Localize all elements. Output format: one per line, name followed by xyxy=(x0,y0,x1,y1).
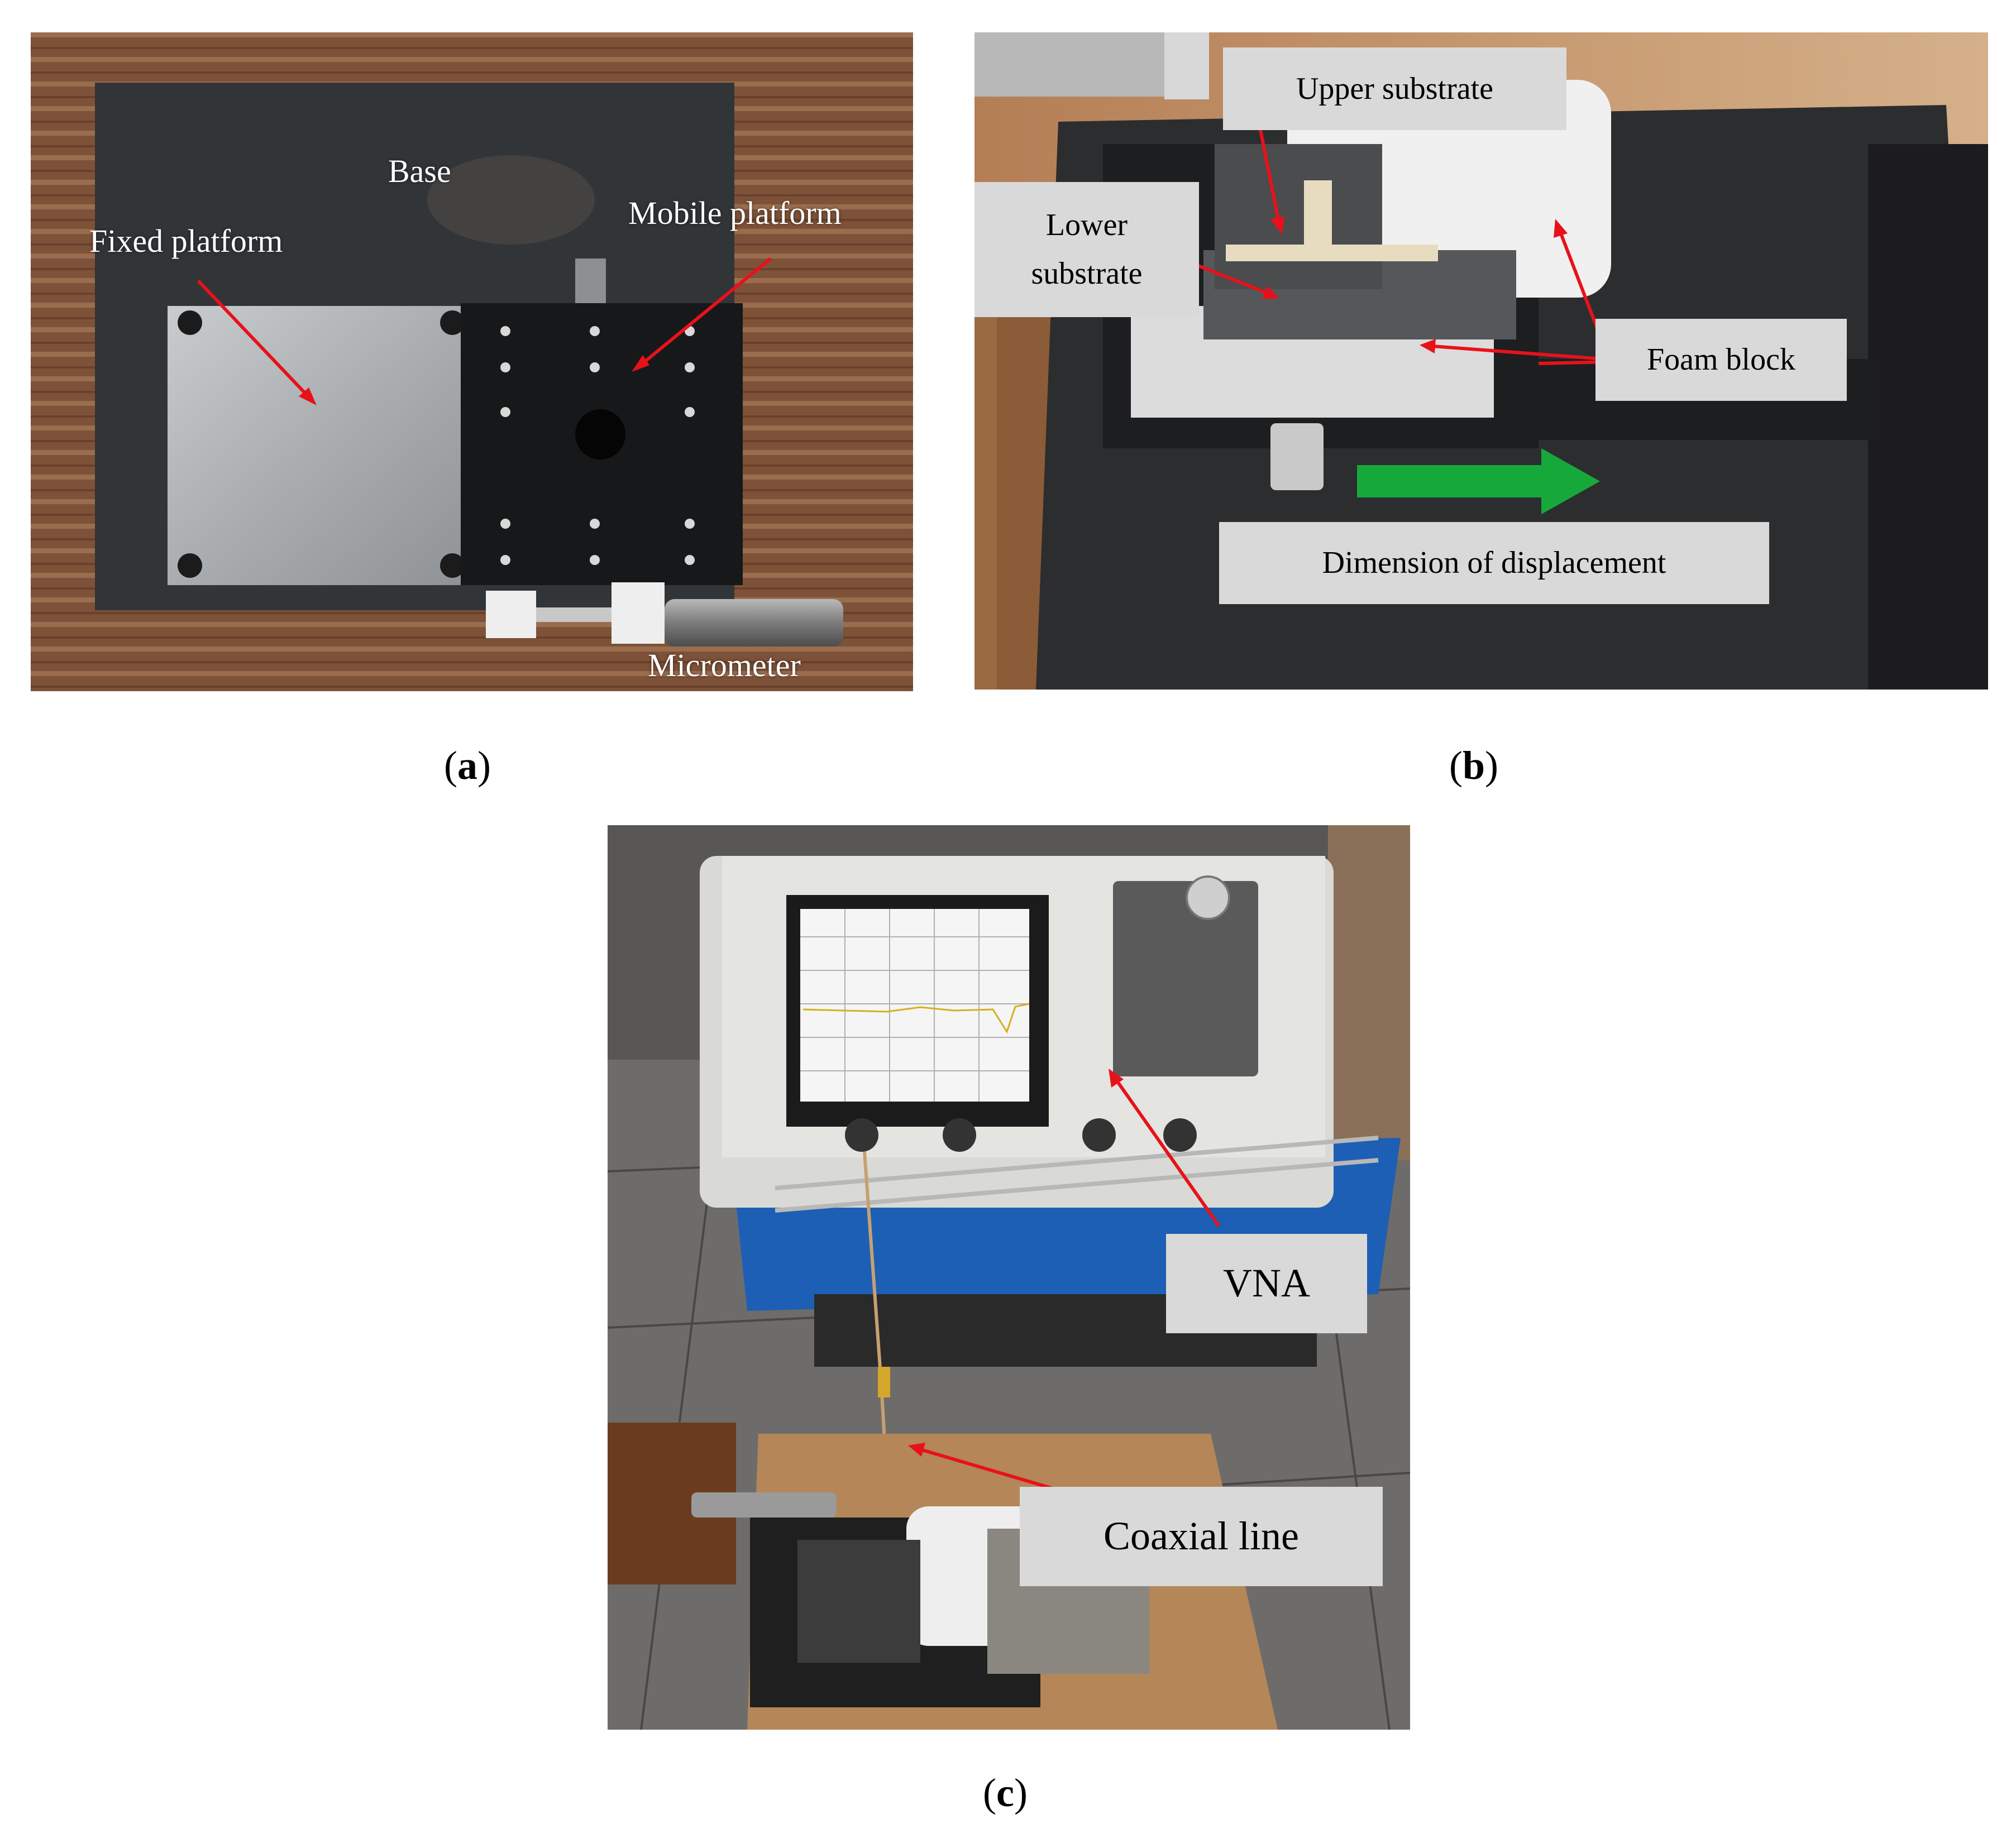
caption-c: (c) xyxy=(983,1770,1028,1815)
label-foam-block-text: Foam block xyxy=(1647,342,1795,377)
label-micrometer: Micrometer xyxy=(648,647,801,683)
label-lower-substrate-line1: Lower xyxy=(1045,208,1128,243)
label-coaxial-line: Coaxial line xyxy=(1020,1487,1383,1586)
label-displacement: Dimension of displacement xyxy=(1219,522,1769,604)
photo-a-illustration xyxy=(31,32,913,691)
label-vna: VNA xyxy=(1166,1234,1367,1333)
label-base: Base xyxy=(388,153,451,189)
label-mobile-platform: Mobile platform xyxy=(628,195,842,231)
label-foam-block: Foam block xyxy=(1595,319,1847,401)
photo-panel-a: Base Fixed platform Mobile platform Micr… xyxy=(31,32,913,691)
photo-panel-c: VNA Coaxial line xyxy=(608,825,1410,1730)
caption-b: (b) xyxy=(1449,743,1499,788)
label-lower-substrate-line2: substrate xyxy=(1031,256,1143,291)
caption-b-letter: b xyxy=(1462,743,1485,788)
label-coaxial-line-text: Coaxial line xyxy=(1103,1514,1299,1559)
label-displacement-text: Dimension of displacement xyxy=(1322,545,1666,581)
label-lower-substrate: Lower substrate xyxy=(974,182,1199,317)
caption-a: (a) xyxy=(444,743,491,788)
caption-c-letter: c xyxy=(996,1770,1014,1815)
label-fixed-platform: Fixed platform xyxy=(89,223,283,259)
label-vna-text: VNA xyxy=(1223,1261,1310,1306)
label-upper-substrate-text: Upper substrate xyxy=(1296,71,1493,106)
photo-panel-b: Upper substrate Lower substrate Foam blo… xyxy=(974,32,1988,690)
caption-a-letter: a xyxy=(457,743,477,788)
label-upper-substrate: Upper substrate xyxy=(1223,47,1566,130)
